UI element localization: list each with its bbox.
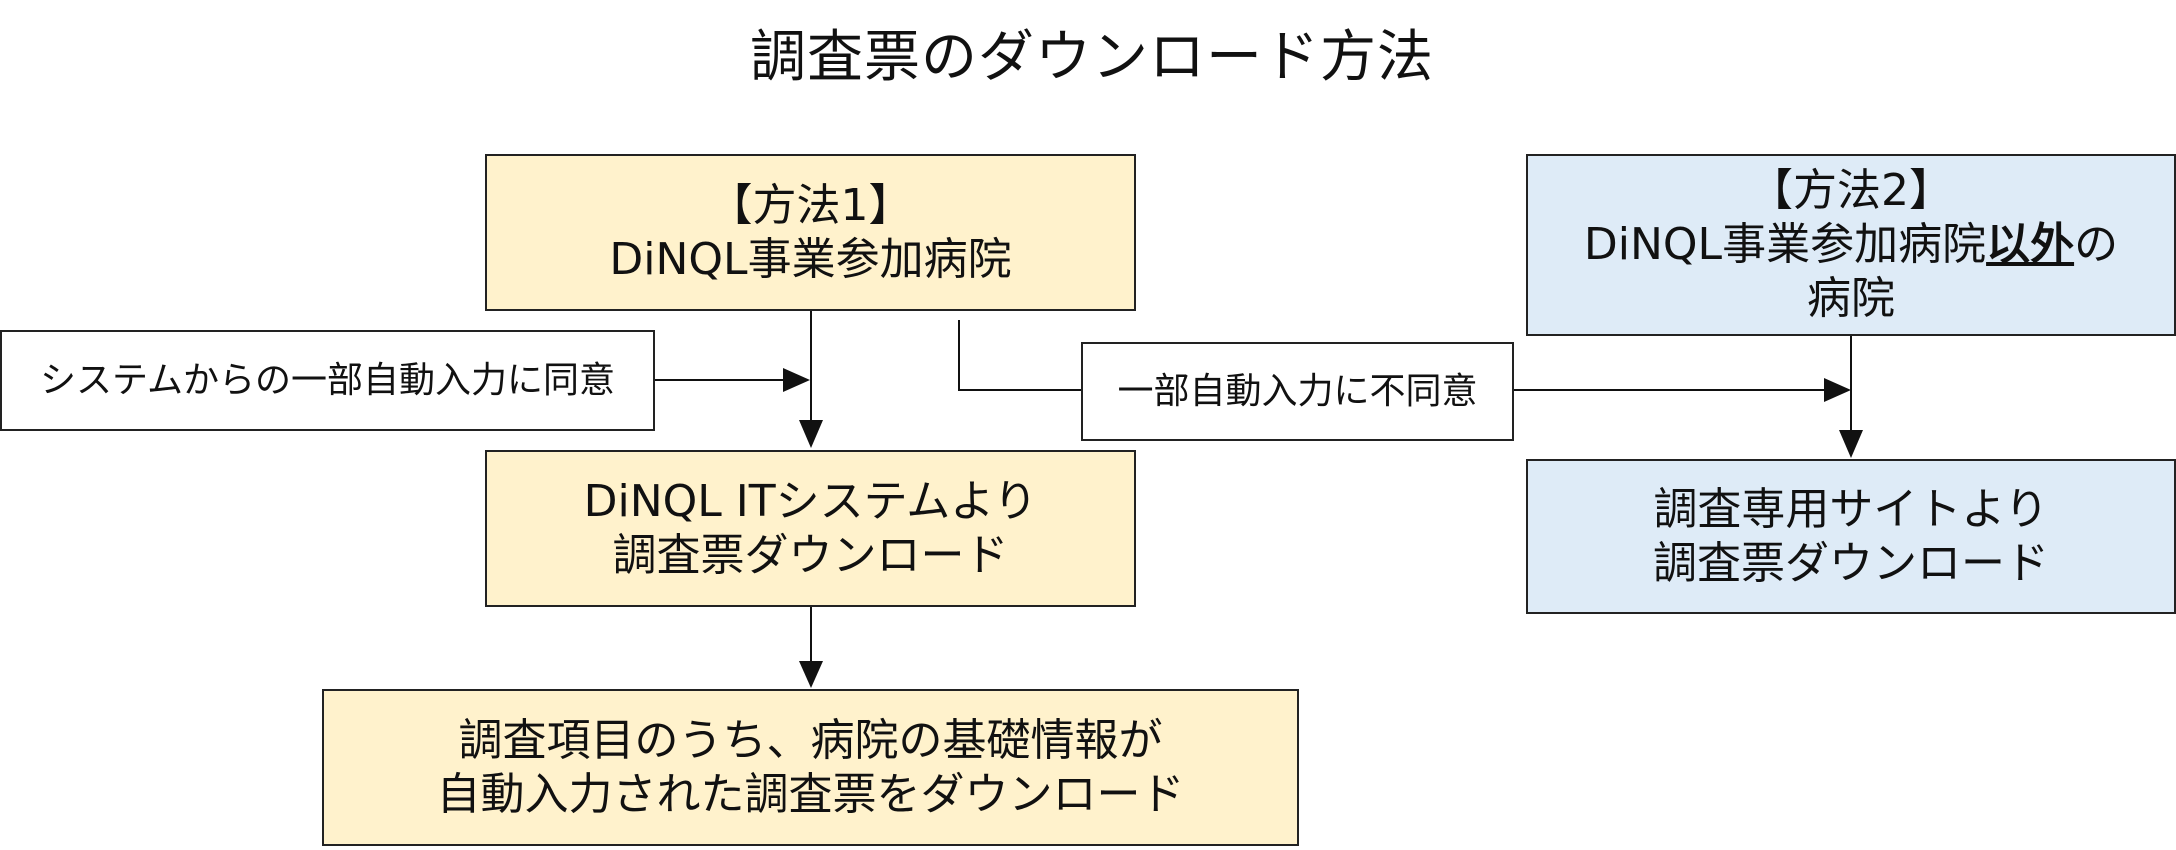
- consent-label-box: システムからの一部自動入力に同意: [0, 330, 655, 431]
- autofill-download-line2: 自動入力された調査票をダウンロード: [436, 768, 1185, 820]
- diagram-title: 調査票のダウンロード方法: [750, 25, 1434, 90]
- arrowhead-site-download: [1839, 430, 1863, 458]
- method2-box: 【方法2】 DiNQL事業参加病院以外の 病院: [1526, 154, 2176, 336]
- method2-label-suffix: の: [2074, 219, 2119, 270]
- arrowhead-nonconsent: [1824, 378, 1851, 402]
- method2-heading: 【方法2】: [1749, 165, 1953, 216]
- method1-heading: 【方法1】: [708, 179, 913, 231]
- connector-method1-to-nonconsent: [958, 320, 1081, 391]
- it-system-download-line2: 調査票ダウンロード: [612, 529, 1009, 581]
- survey-site-download-box: 調査専用サイトより 調査票ダウンロード: [1526, 459, 2176, 614]
- survey-site-download-line2: 調査票ダウンロード: [1653, 537, 2049, 589]
- consent-label: システムからの一部自動入力に同意: [40, 359, 615, 401]
- method2-label-prefix: DiNQL事業参加病院: [1583, 219, 1987, 270]
- method1-box: 【方法1】 DiNQL事業参加病院: [485, 154, 1136, 311]
- arrowhead-consent: [783, 368, 810, 392]
- it-system-download-box: DiNQL ITシステムより 調査票ダウンロード: [485, 450, 1136, 607]
- method2-label: DiNQL事業参加病院以外の: [1584, 218, 2118, 272]
- survey-site-download-line1: 調査専用サイトより: [1653, 483, 2049, 535]
- arrowhead-autofill: [799, 661, 823, 688]
- autofill-download-line1: 調査項目のうち、病院の基礎情報が: [458, 714, 1163, 766]
- nonconsent-label-box: 一部自動入力に不同意: [1081, 342, 1514, 441]
- arrowhead-it-download: [799, 420, 823, 448]
- method2-label-emphasis: 以外: [1986, 219, 2075, 270]
- it-system-download-line1: DiNQL ITシステムより: [583, 475, 1038, 527]
- autofill-download-box: 調査項目のうち、病院の基礎情報が 自動入力された調査票をダウンロード: [322, 689, 1299, 846]
- nonconsent-label: 一部自動入力に不同意: [1117, 370, 1478, 412]
- method2-label-line3: 病院: [1807, 273, 1895, 324]
- method1-label: DiNQL事業参加病院: [609, 233, 1012, 285]
